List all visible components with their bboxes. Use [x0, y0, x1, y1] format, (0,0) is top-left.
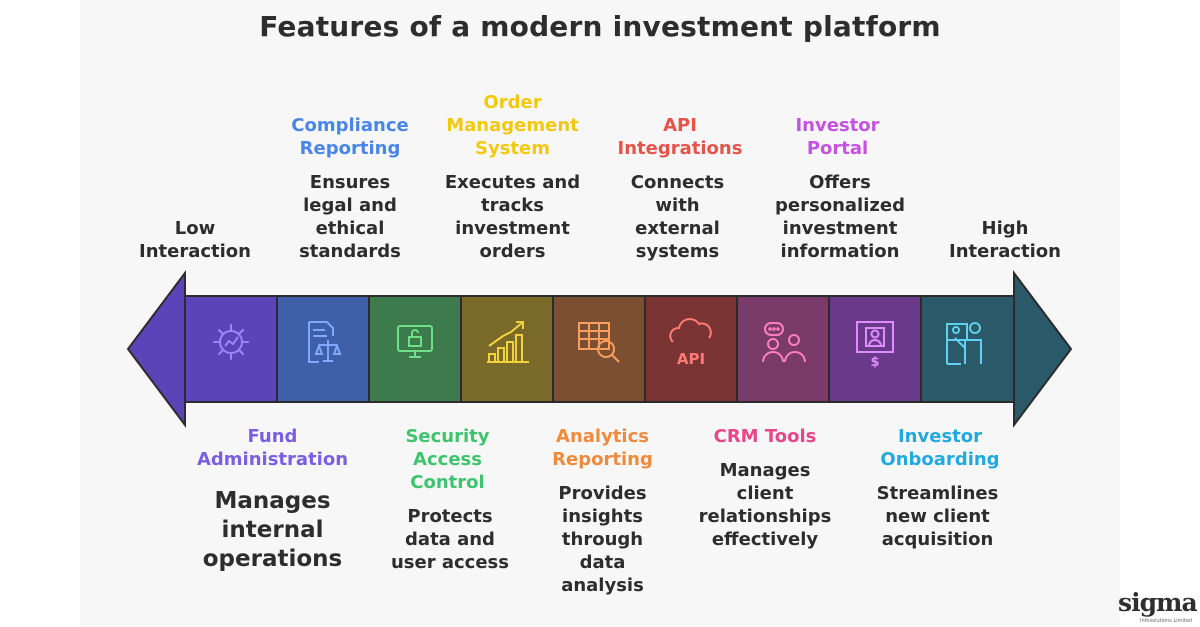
compliance-reporting-desc: Ensures legal and ethical standards [299, 172, 401, 262]
analytics-reporting-label: Analytics Reporting [552, 426, 653, 470]
segment-fund-administration [184, 295, 278, 403]
investor-onboarding-desc: Streamlines new client acquisition [876, 483, 999, 550]
lock-monitor-icon [397, 325, 433, 358]
document-scale-icon [308, 321, 342, 363]
fund-administration-label: Fund Administration [196, 426, 349, 470]
crm-tools-label: CRM Tools [713, 426, 817, 447]
investor-portal-desc: Offers personalized investment informati… [775, 172, 905, 262]
segment-analytics-reporting [552, 295, 646, 403]
segment-crm-tools [736, 295, 830, 403]
order-management-desc: Executes and tracks investment orders [444, 172, 581, 262]
compliance-reporting-label: Compliance Reporting [291, 115, 409, 159]
segment-investor-onboarding [920, 295, 1015, 403]
table-search-icon [578, 322, 620, 363]
segment-compliance-reporting [276, 295, 370, 403]
api-integrations-desc: Connects with external systems [630, 172, 725, 262]
sigma-logo: sigma Infosolutions Limited [1118, 588, 1198, 624]
high-interaction-label: High Interaction [949, 218, 1061, 262]
cloud-api-icon: API [669, 318, 712, 368]
low-interaction-label: Low Interaction [139, 218, 251, 262]
page-title: Features of a modern investment platform [259, 10, 941, 43]
analytics-reporting-desc: Provides insights through data analysis [558, 483, 647, 596]
order-management-label: Order Management System [446, 92, 579, 159]
dollar-sign: $ [870, 355, 879, 370]
segment-api-integrations [644, 295, 738, 403]
chat-users-icon [762, 322, 806, 363]
api-integrations-label: API Integrations [617, 115, 743, 159]
right-arrowhead [1013, 270, 1073, 428]
security-access-desc: Protects data and user access [390, 506, 509, 573]
logo-subtitle: Infosolutions Limited [1140, 618, 1193, 624]
growth-chart-icon [487, 321, 529, 363]
portal-dollar-icon: $ [856, 321, 894, 370]
investor-portal-label: Investor Portal [795, 115, 880, 159]
investor-onboarding-label: Investor Onboarding [880, 426, 1000, 470]
logo-wordmark: sigma [1118, 588, 1198, 617]
security-access-label: Security Access Control [405, 426, 490, 493]
presenter-icon [946, 322, 982, 365]
crm-tools-desc: Manages client relationships effectively [698, 460, 832, 550]
gear-chart-icon [213, 324, 249, 360]
api-icon-text: API [677, 350, 705, 368]
left-arrowhead [126, 270, 186, 428]
segment-investor-portal [828, 295, 922, 403]
segment-security-access [368, 295, 462, 403]
fund-administration-desc: Manages internal operations [202, 488, 343, 572]
